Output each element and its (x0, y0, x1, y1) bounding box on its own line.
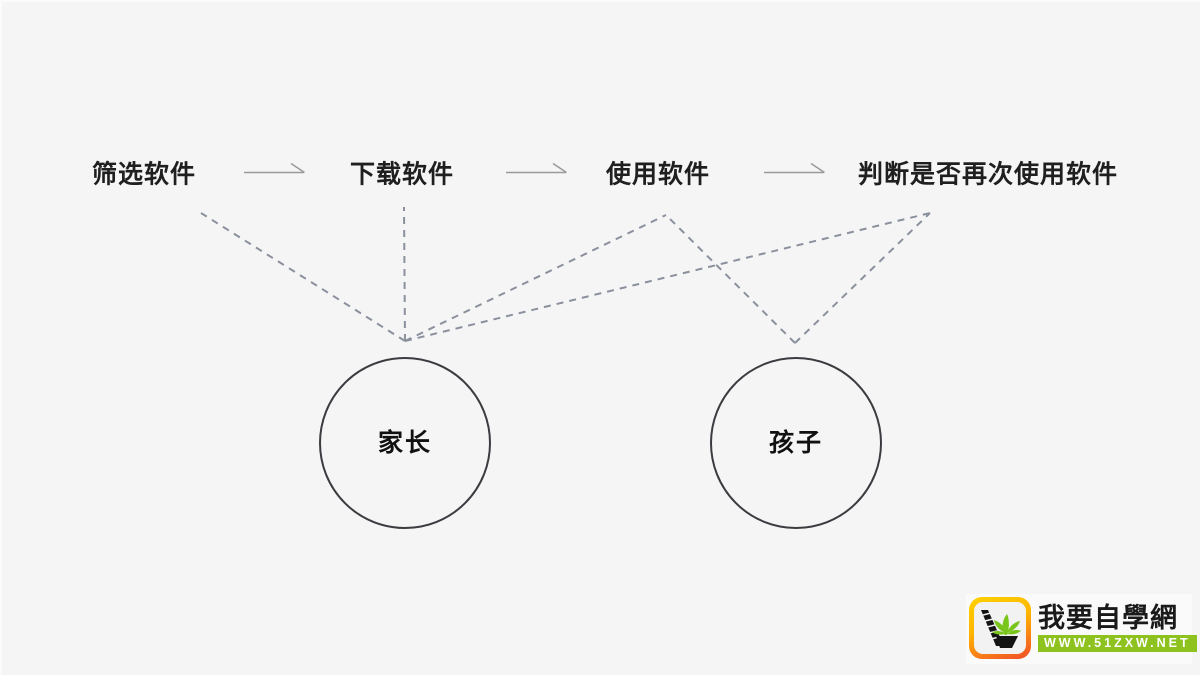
flow-arrow-icon-3 (763, 162, 827, 183)
flow-arrow-icon-2 (505, 162, 569, 183)
flow-step-label-4: 判断是否再次使用软件 (857, 160, 1119, 189)
actor-label-child: 孩子 (768, 428, 823, 457)
link-parent-step2 (403, 206, 406, 342)
flow-step-label-3: 使用软件 (605, 160, 711, 189)
link-parent-step4 (404, 212, 931, 342)
flow-step-label-1: 筛选软件 (91, 160, 197, 189)
actor-label-parent: 家长 (377, 428, 432, 457)
watermark-url: WWW.51ZXW.NET (1038, 634, 1197, 653)
link-parent-step3 (404, 214, 667, 342)
flow-arrow-icon-1 (243, 162, 307, 183)
flow-step-label-2: 下载软件 (349, 160, 455, 189)
link-child-step4 (794, 212, 931, 344)
link-parent-step1 (200, 212, 406, 342)
watermark-brand-name: 我要自學網 (1038, 602, 1178, 633)
plant-in-pot-logo-icon (969, 597, 1031, 659)
actor-circle-parent: 家长 (319, 357, 491, 529)
watermark-logo: 我要自學網 WWW.51ZXW.NET (966, 594, 1197, 664)
actor-circle-child: 孩子 (710, 357, 882, 529)
link-child-step3 (665, 214, 796, 344)
